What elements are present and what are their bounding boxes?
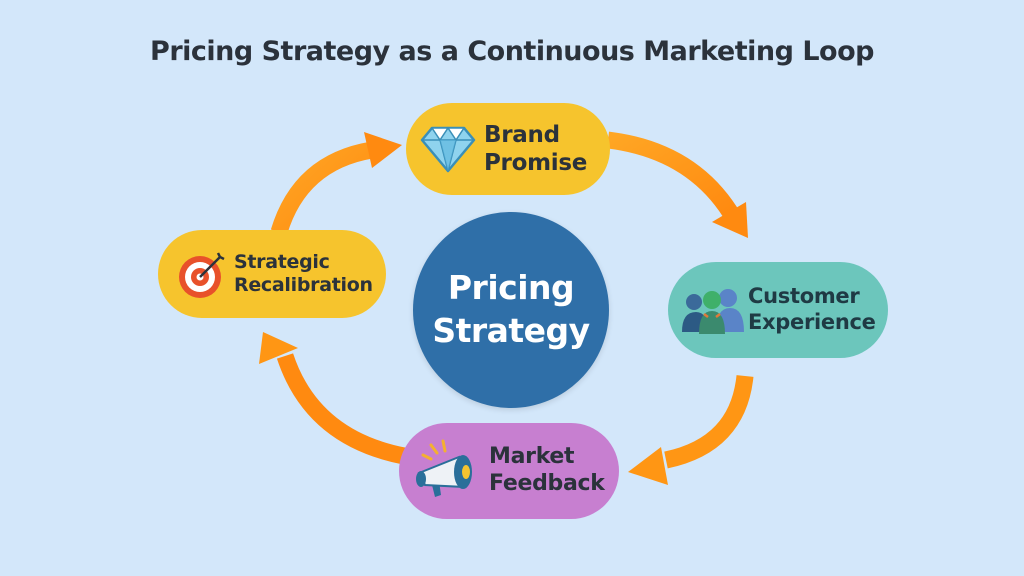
node-label: Customer Experience [748,284,876,334]
node-label: Strategic Recalibration [234,250,373,296]
megaphone-icon [416,439,472,497]
center-circle-pricing-strategy: Pricing Strategy [413,212,609,408]
arrow-recalibration-to-brand [270,132,402,235]
arrow-customer-to-market [628,374,754,485]
node-strategic-recalibration: Strategic Recalibration [158,230,386,318]
arrow-brand-to-customer [606,131,748,238]
diagram-title: Pricing Strategy as a Continuous Marketi… [150,36,874,67]
target-icon [179,252,225,298]
node-brand-promise: Brand Promise [406,103,610,195]
node-customer-experience: Customer Experience [668,262,888,358]
people-icon [682,289,744,334]
node-market-feedback: Market Feedback [399,423,619,519]
node-label: Brand Promise [484,121,588,176]
diamond-icon [420,126,476,173]
center-label: Pricing Strategy [432,268,590,350]
node-label: Market Feedback [489,444,605,496]
arrow-market-to-recalibration [259,332,406,465]
